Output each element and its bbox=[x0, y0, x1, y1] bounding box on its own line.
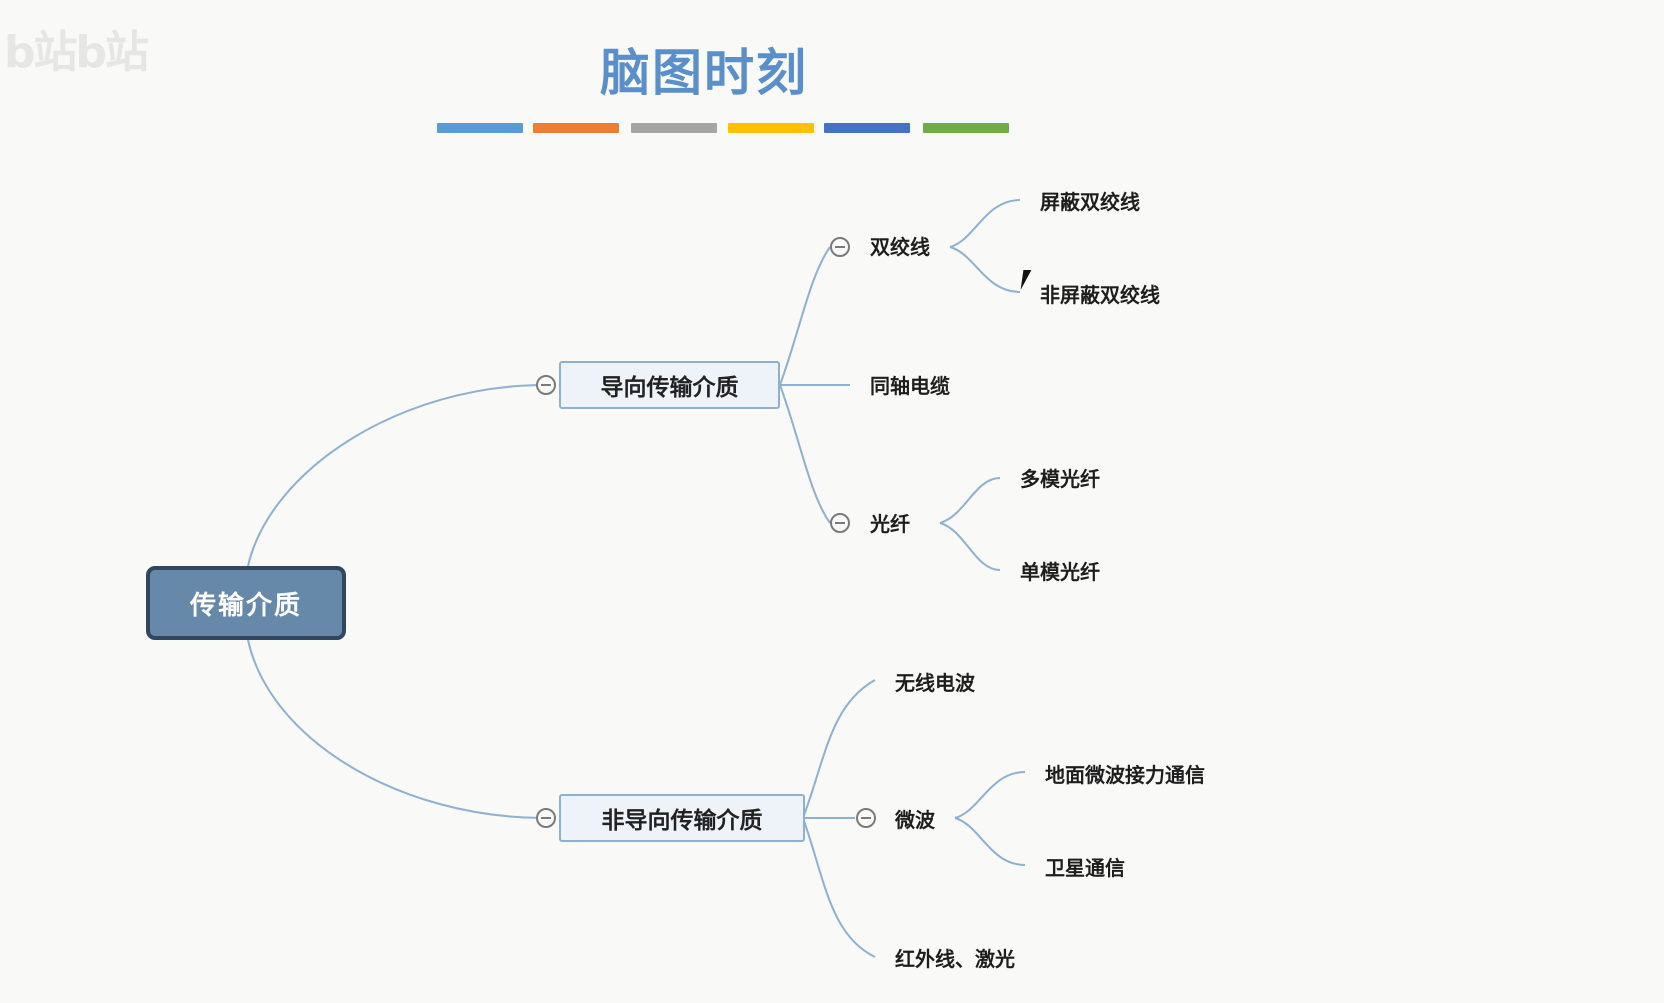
topic-microwave[interactable]: 微波 bbox=[895, 808, 935, 832]
topic-unshielded-twisted-pair[interactable]: 非屏蔽双绞线 bbox=[1040, 283, 1160, 307]
collapse-toggle-microwave[interactable] bbox=[856, 808, 876, 828]
collapse-toggle-fiber[interactable] bbox=[830, 513, 850, 533]
color-bar-6 bbox=[923, 123, 1009, 133]
topic-guided-media[interactable]: 导向传输介质 bbox=[559, 361, 780, 409]
topic-radio-waves[interactable]: 无线电波 bbox=[895, 671, 975, 695]
topic-optical-fiber[interactable]: 光纤 bbox=[870, 512, 910, 536]
topic-shielded-twisted-pair[interactable]: 屏蔽双绞线 bbox=[1040, 190, 1140, 214]
link-guided-fiber bbox=[779, 384, 831, 524]
link-twisted-unshielded bbox=[949, 246, 1021, 293]
link-unguided-radio bbox=[802, 679, 876, 819]
link-root-guided bbox=[247, 384, 546, 567]
topic-multimode-fiber[interactable]: 多模光纤 bbox=[1020, 467, 1100, 491]
color-bar-5 bbox=[824, 123, 910, 133]
topic-twisted-pair[interactable]: 双绞线 bbox=[870, 235, 930, 259]
topic-guided-media-label: 导向传输介质 bbox=[600, 375, 739, 401]
collapse-toggle-unguided[interactable] bbox=[536, 808, 556, 828]
root-topic-label: 传输介质 bbox=[189, 590, 302, 621]
link-guided-twisted bbox=[779, 246, 831, 386]
collapse-toggle-twisted-pair[interactable] bbox=[830, 237, 850, 257]
color-bar-1 bbox=[437, 123, 523, 133]
watermark-logo: b站b站 bbox=[4, 27, 149, 78]
link-root-unguided bbox=[247, 639, 546, 819]
link-unguided-infrared bbox=[802, 817, 876, 958]
topic-coaxial-cable[interactable]: 同轴电缆 bbox=[870, 374, 950, 398]
topic-infrared-laser[interactable]: 红外线、激光 bbox=[895, 947, 1015, 971]
topic-unguided-media-label: 非导向传输介质 bbox=[601, 808, 763, 834]
link-microwave-terrestrial bbox=[954, 771, 1026, 819]
link-twisted-shielded bbox=[949, 199, 1021, 248]
color-bar-4 bbox=[728, 123, 814, 133]
link-microwave-satellite bbox=[954, 817, 1026, 866]
link-fiber-singlemode bbox=[939, 522, 1001, 571]
color-bar-3 bbox=[631, 123, 717, 133]
topic-singlemode-fiber[interactable]: 单模光纤 bbox=[1020, 560, 1100, 584]
page-title: 脑图时刻 bbox=[600, 44, 808, 102]
topic-unguided-media[interactable]: 非导向传输介质 bbox=[559, 794, 805, 842]
color-bar-2 bbox=[533, 123, 619, 133]
topic-satellite-communication[interactable]: 卫星通信 bbox=[1045, 856, 1125, 880]
root-topic[interactable]: 传输介质 bbox=[146, 566, 346, 640]
link-fiber-multimode bbox=[939, 477, 1001, 524]
collapse-toggle-guided[interactable] bbox=[536, 375, 556, 395]
topic-terrestrial-microwave-relay[interactable]: 地面微波接力通信 bbox=[1045, 763, 1205, 787]
